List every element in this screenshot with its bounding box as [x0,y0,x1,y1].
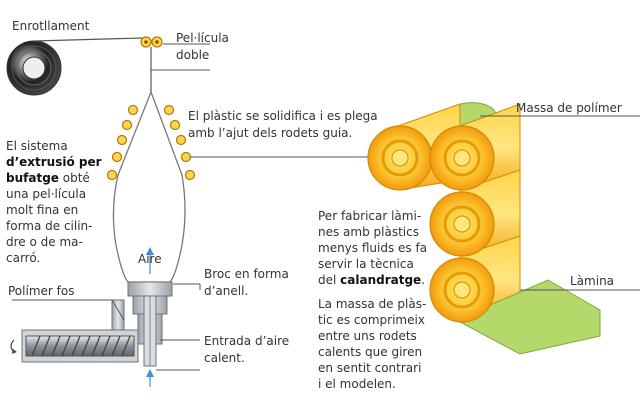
label-winding: Enrotllament [12,19,90,33]
left-line: obté [58,171,90,185]
label-nozzle-2: d’anell. [204,284,249,298]
top-nip-rollers [140,36,163,48]
right-line: La massa de plàs- [318,297,427,311]
film-to-spool [33,37,143,42]
left-line: carró. [6,251,41,265]
guide-rollers [106,104,196,181]
left-line: molt fina en [6,203,79,217]
label-hot-air-2: calent. [204,351,245,365]
left-line: El sistema [6,139,68,153]
calender-description: Per fabricar làmi- nes amb plàstics meny… [318,208,427,288]
left-line: dre o de ma- [6,235,83,249]
calender-rolls [367,103,601,355]
right-line: del [318,273,341,287]
label-solidify-1: El plàstic se solidifica i es plega [188,109,378,123]
label-double-film-1: Pel·lícula [176,31,229,45]
label-double-film-2: doble [176,48,210,62]
right-line: tic es comprimeix [318,313,425,327]
label-solidify-2: amb l’ajut dels rodets guia. [188,126,353,140]
right-line: en sentit contrari [318,361,422,375]
left-line-bold: bufatge [6,171,59,185]
right-line: calents que giren [318,345,423,359]
calender-description-2: La massa de plàs- tic es comprimeix entr… [318,296,426,392]
right-line: servir la tècnica [318,257,414,271]
right-line: menys fluids es fa [318,241,428,255]
winding-spool [6,40,62,96]
label-sheet: Làmina [570,274,615,288]
left-line: forma de cilin- [6,219,93,233]
extruder-machine [10,281,173,367]
right-line: entre uns rodets [318,329,417,343]
right-line: nes amb plàstics [318,225,419,239]
label-air: Aire [138,252,162,266]
right-line: Per fabricar làmi- [318,209,422,223]
left-description: El sistema d’extrusió per bufatge obté u… [6,138,102,266]
label-hot-air-1: Entrada d’aire [204,334,290,348]
left-line: una pel·lícula [6,187,87,201]
leader-lines [12,43,368,371]
label-polymer-mass: Massa de polímer [516,101,622,115]
label-nozzle-1: Broc en forma [204,267,289,281]
air-arrows [146,247,154,387]
right-line-bold: calandratge [340,273,422,287]
left-line-bold: d’extrusió per [6,155,102,169]
right-line: . [421,273,426,287]
label-molten-polymer: Polímer fos [8,284,75,298]
right-line: i el modelen. [318,377,396,391]
